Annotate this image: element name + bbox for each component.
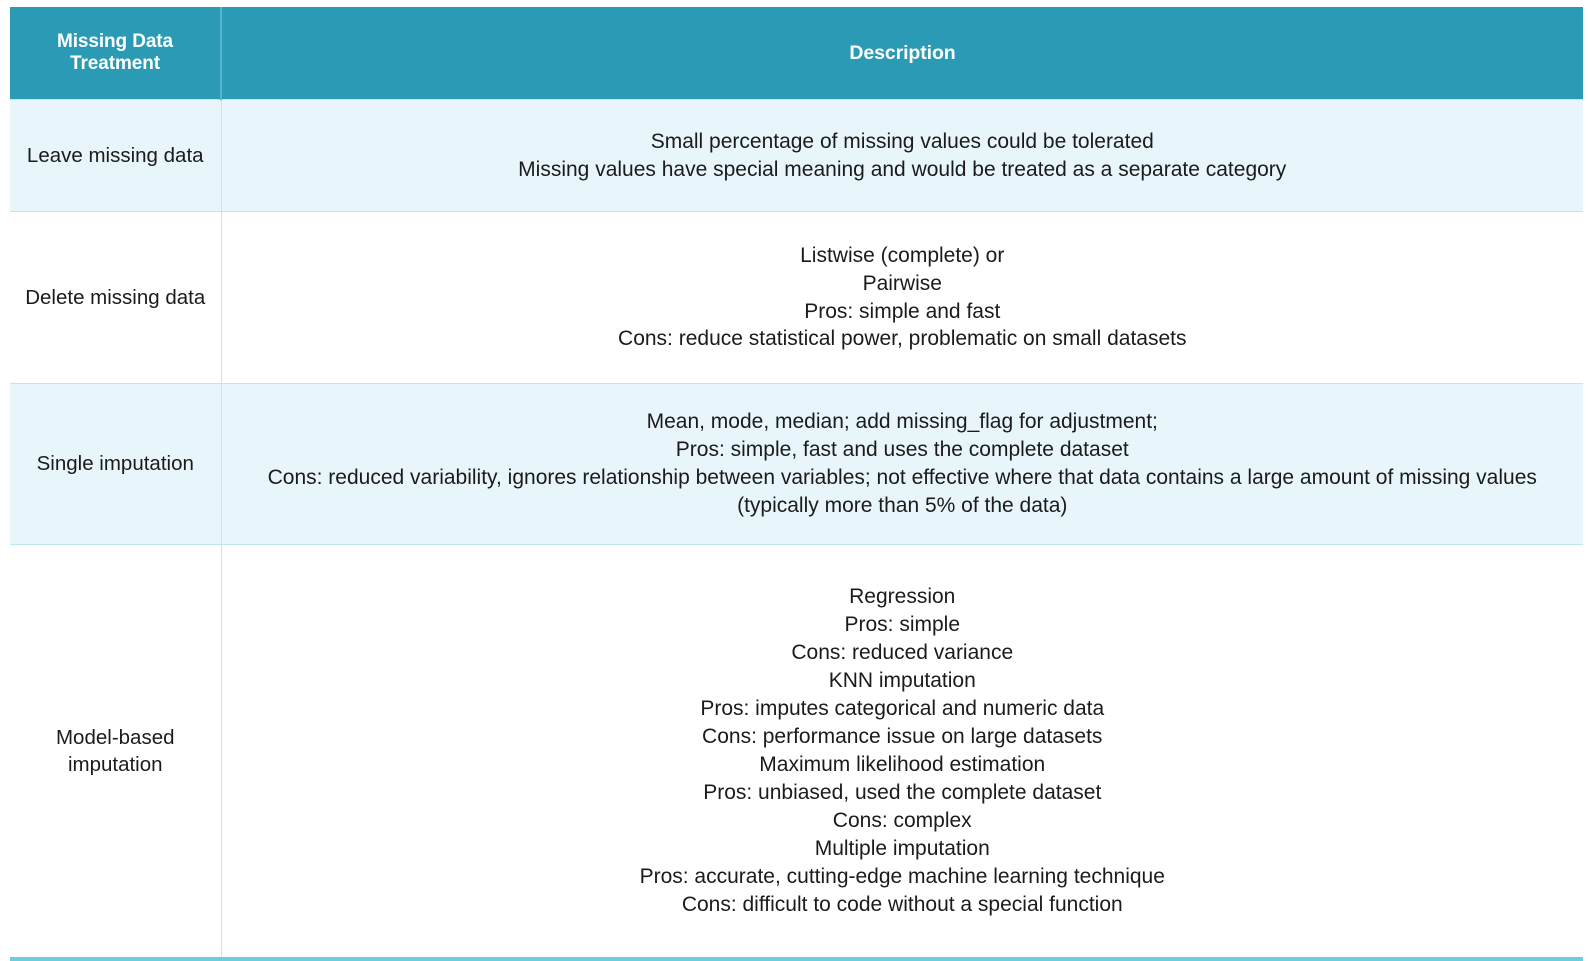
description-line: Small percentage of missing values could…	[650, 129, 1154, 153]
description-line: Listwise (complete) or	[800, 243, 1005, 267]
cell-treatment: Single imputation	[10, 383, 222, 545]
cell-description: Small percentage of missing values could…	[221, 99, 1583, 212]
description-line: Cons: complex	[832, 808, 972, 832]
table-header: Missing Data Treatment Description	[10, 7, 1583, 100]
description-line: Cons: reduce statistical power, problema…	[618, 327, 1187, 351]
page-container: Missing Data Treatment Description Leave…	[10, 7, 1583, 961]
description-line: Mean, mode, median; add missing_flag for…	[646, 410, 1158, 434]
description-line: Pros: simple	[844, 613, 961, 637]
table-header-row: Missing Data Treatment Description	[10, 7, 1583, 100]
cell-treatment: Leave missing data	[10, 99, 222, 212]
table-row: Model-based imputation Regression Pros: …	[10, 544, 1583, 960]
description-line: Cons: difficult to code without a specia…	[681, 892, 1123, 916]
description-line: Pros: imputes categorical and numeric da…	[700, 697, 1105, 721]
description-line: Pros: simple, fast and uses the complete…	[675, 438, 1129, 462]
table-row: Single imputation Mean, mode, median; ad…	[10, 383, 1583, 545]
description-line: Missing values have special meaning and …	[518, 157, 1287, 181]
cell-description: Mean, mode, median; add missing_flag for…	[221, 383, 1583, 545]
cell-description: Listwise (complete) or Pairwise Pros: si…	[221, 211, 1583, 384]
table-body: Leave missing data Small percentage of m…	[10, 99, 1583, 960]
description-line: KNN imputation	[828, 669, 976, 693]
description-line: Cons: performance issue on large dataset…	[702, 725, 1103, 749]
description-line: Maximum likelihood estimation	[759, 753, 1046, 776]
description-line: Multiple imputation	[814, 836, 990, 860]
table-row: Delete missing data Listwise (complete) …	[10, 211, 1583, 384]
description-line: Cons: reduced variability, ignores relat…	[267, 466, 1537, 517]
description-line: Pros: unbiased, used the complete datase…	[703, 780, 1102, 804]
description-line: Regression	[849, 585, 956, 609]
cell-treatment: Model-based imputation	[10, 544, 222, 960]
description-line: Cons: reduced variance	[791, 641, 1014, 665]
description-line: Pros: accurate, cutting-edge machine lea…	[639, 864, 1165, 888]
missing-data-treatment-table: Missing Data Treatment Description Leave…	[10, 7, 1583, 961]
cell-treatment: Delete missing data	[10, 211, 222, 384]
column-header-description: Description	[221, 7, 1583, 100]
cell-description: Regression Pros: simple Cons: reduced va…	[221, 544, 1583, 960]
description-line: Pairwise	[862, 271, 942, 295]
column-header-treatment: Missing Data Treatment	[10, 7, 222, 100]
description-line: Pros: simple and fast	[804, 299, 1001, 323]
table-row: Leave missing data Small percentage of m…	[10, 99, 1583, 212]
